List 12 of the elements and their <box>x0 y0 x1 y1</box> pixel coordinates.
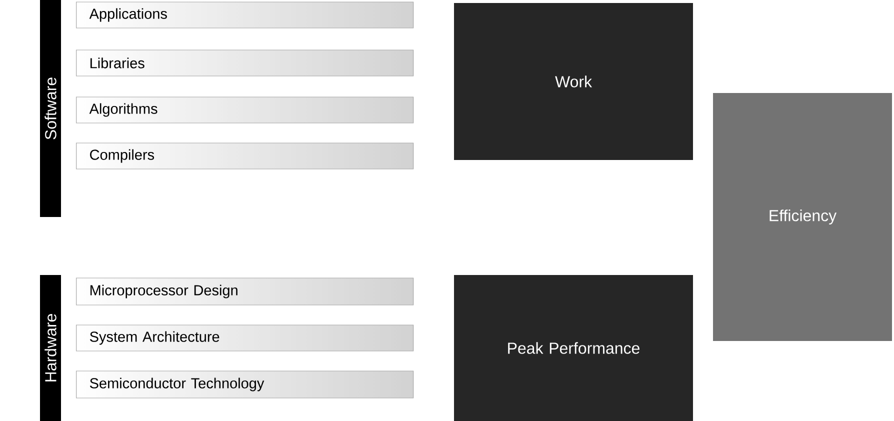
layer-box: System Architecture <box>76 324 414 352</box>
layer-box: Libraries <box>76 50 414 76</box>
result-box: Efficiency <box>713 93 892 341</box>
result-box: Peak Performance <box>454 275 693 421</box>
layer-box: Compilers <box>76 142 414 170</box>
layer-box: Algorithms <box>76 96 414 124</box>
layer-box: Microprocessor Design <box>76 278 414 306</box>
layer-box: Semiconductor Technology <box>76 370 414 398</box>
result-box: Work <box>454 3 693 160</box>
category-band: Hardware <box>40 275 61 421</box>
layer-box: Applications <box>76 2 414 28</box>
category-band: Software <box>40 0 61 217</box>
